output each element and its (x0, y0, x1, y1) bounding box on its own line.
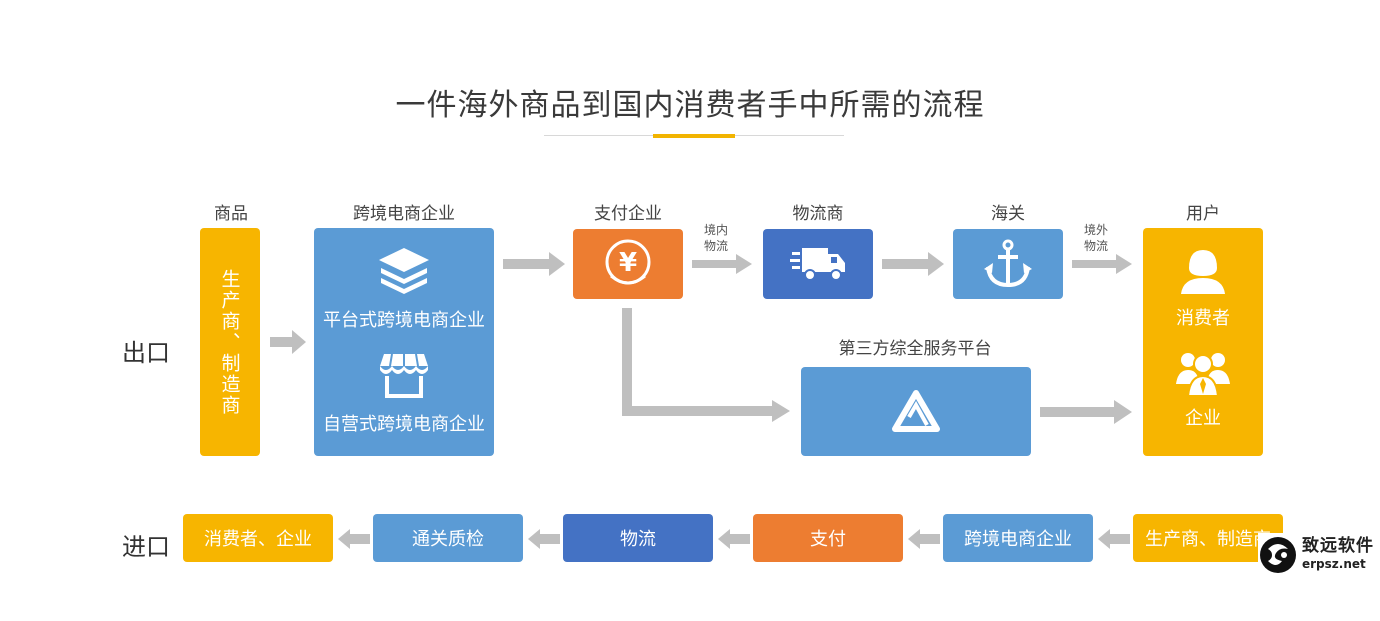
payment-box: ¥ (573, 229, 683, 299)
anchor-icon (984, 239, 1032, 288)
customs-box (953, 229, 1063, 299)
import-step-customs-inspection: 通关质检 (373, 514, 523, 562)
arrow-right-icon (503, 252, 565, 276)
import-step-crossborder: 跨境电商企业 (943, 514, 1093, 562)
import-step-label: 跨境电商企业 (964, 529, 1072, 550)
selfrun-crossborder-label: 自营式跨境电商企业 (323, 414, 485, 435)
enterprise-label: 企业 (1185, 408, 1221, 429)
import-step-logistics: 物流 (563, 514, 713, 562)
user-box: 消费者 企业 (1143, 228, 1263, 456)
import-label: 进口 (122, 533, 170, 561)
svg-text:¥: ¥ (619, 248, 637, 278)
triangle-logo-icon (892, 389, 940, 432)
import-step-payment: 支付 (753, 514, 903, 562)
column-label-goods: 商品 (214, 204, 248, 224)
column-label-logistics: 物流商 (792, 204, 844, 224)
title-accent-bar (653, 134, 735, 138)
elbow-arrow-icon (622, 308, 790, 422)
arrow-left-icon (528, 529, 560, 549)
arrow-right-icon (270, 330, 306, 354)
consumer-person-icon (1181, 250, 1225, 294)
layers-icon (379, 248, 429, 294)
watermark-name: 致远软件 (1302, 536, 1374, 556)
third-party-platform-box (801, 367, 1031, 456)
import-step-label: 生产商、制造商 (1145, 529, 1271, 550)
watermark-logo: 致远软件 erpsz.net (1258, 533, 1378, 577)
domestic-logistics-label: 境内 物流 (703, 223, 728, 253)
column-label-customs: 海关 (991, 204, 1025, 224)
logistics-box (763, 229, 873, 299)
import-step-label: 通关质检 (412, 529, 484, 550)
import-step-label: 消费者、企业 (204, 529, 312, 550)
overseas-logistics-label: 境外 物流 (1083, 223, 1108, 253)
diagram-title: 一件海外商品到国内消费者手中所需的流程 (395, 88, 985, 123)
enterprise-group-icon (1176, 353, 1230, 396)
platform-crossborder-label: 平台式跨境电商企业 (323, 310, 485, 331)
brand-swirl-icon (1260, 537, 1296, 573)
arrow-right-icon (1072, 254, 1132, 274)
arrow-right-icon (882, 252, 944, 276)
import-step-label: 物流 (620, 529, 656, 550)
arrow-right-icon (1040, 400, 1132, 424)
crossborder-box: 平台式跨境电商企业 自营式跨境电商企业 (314, 228, 494, 456)
arrow-right-icon (692, 254, 752, 274)
import-step-consumer-enterprise: 消费者、企业 (183, 514, 333, 562)
consumer-label: 消费者 (1176, 308, 1230, 329)
yen-coin-icon: ¥ (605, 239, 651, 285)
arrow-left-icon (908, 529, 940, 549)
storefront-icon (380, 353, 428, 398)
column-label-user: 用户 (1186, 204, 1220, 224)
column-label-crossborder: 跨境电商企业 (353, 204, 455, 224)
import-step-label: 支付 (810, 529, 846, 550)
arrow-left-icon (718, 529, 750, 549)
producer-box: 生产商、制造商 (200, 228, 260, 456)
export-label: 出口 (122, 339, 170, 367)
third-party-platform-title: 第三方综全服务平台 (838, 339, 992, 359)
producer-label: 生产商、制造商 (218, 268, 241, 416)
truck-icon (790, 248, 845, 281)
arrow-left-icon (338, 529, 370, 549)
arrow-left-icon (1098, 529, 1130, 549)
column-label-payment: 支付企业 (594, 204, 662, 224)
watermark-url: erpsz.net (1302, 557, 1366, 571)
